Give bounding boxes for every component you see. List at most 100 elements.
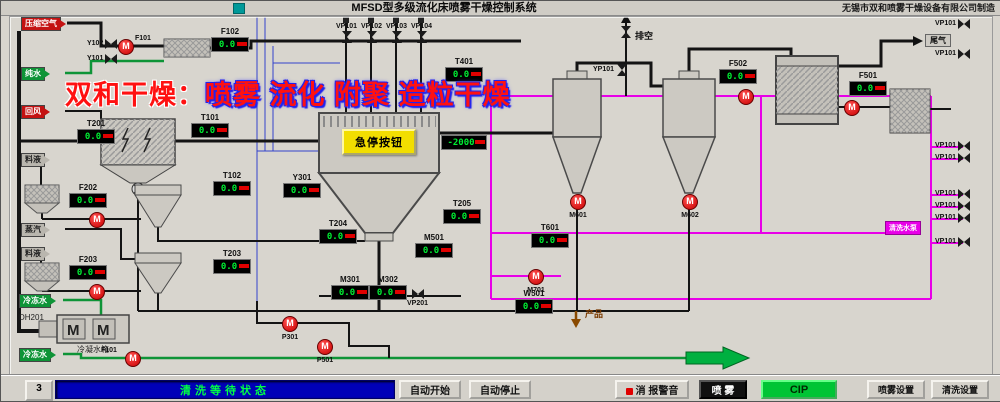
alarm-dot-icon bbox=[239, 186, 249, 190]
valve-vent[interactable] bbox=[620, 27, 632, 37]
page-title: MFSD型多级流化床喷雾干燥控制系统 bbox=[351, 2, 537, 14]
valve-tag: VP101 bbox=[935, 154, 957, 161]
source-label: 料液 bbox=[21, 153, 50, 167]
mute-alarm-button[interactable]: 消 报警音 bbox=[615, 380, 689, 399]
auto-stop-button[interactable]: 自动停止 bbox=[469, 380, 531, 399]
valve-VP103[interactable]: VP103 bbox=[386, 23, 407, 42]
valve-VP201[interactable]: VP201 bbox=[407, 289, 428, 308]
alarm-dot-icon bbox=[237, 42, 247, 46]
instrument-value: 0.0 bbox=[211, 37, 249, 52]
valve-Y102[interactable]: Y102 bbox=[87, 39, 118, 49]
instrument-tag: Y301 bbox=[292, 173, 312, 182]
alarm-dot-icon bbox=[875, 86, 885, 90]
alarm-dot-icon bbox=[471, 72, 481, 76]
valve-tag: VP101 bbox=[935, 202, 957, 209]
valve-tag: VP103 bbox=[386, 23, 408, 30]
alarm-dot-icon bbox=[239, 264, 249, 268]
clean-settings-button[interactable]: 清洗设置 bbox=[931, 380, 989, 399]
valve-VP104[interactable]: VP104 bbox=[411, 23, 432, 42]
pump[interactable]: M bbox=[118, 39, 134, 55]
instrument-value: 0.0 bbox=[319, 229, 357, 244]
alarm-dot-icon bbox=[441, 248, 451, 252]
alarm-dot-icon bbox=[357, 290, 367, 294]
valve-VP101[interactable]: VP101 bbox=[935, 153, 971, 163]
source-label: 冷冻水 bbox=[19, 294, 56, 308]
valve-tag: Y102 bbox=[87, 40, 104, 47]
valve-tag: VP101 bbox=[935, 142, 957, 149]
pump-tag-f101-top: F101 bbox=[135, 35, 151, 42]
valve-tag: VP102 bbox=[361, 23, 383, 30]
emergency-stop-button[interactable]: 急停按钮 bbox=[342, 129, 416, 155]
instrument-tag: T203 bbox=[222, 249, 242, 258]
valve-VP101[interactable]: VP101 bbox=[336, 23, 357, 42]
instrument-tag: M301 bbox=[339, 275, 360, 284]
valve-icon bbox=[105, 39, 118, 49]
valve-icon bbox=[392, 31, 402, 43]
pump-tag: M601 bbox=[569, 212, 587, 219]
svg-text:M: M bbox=[97, 322, 110, 339]
valve-VP101[interactable]: VP101 bbox=[935, 213, 971, 223]
auto-start-button[interactable]: 自动开始 bbox=[399, 380, 461, 399]
cip-button[interactable]: CIP bbox=[761, 380, 837, 399]
pump[interactable]: M bbox=[844, 100, 860, 116]
instrument-tag: F202 bbox=[78, 183, 98, 192]
pump[interactable]: M bbox=[125, 351, 141, 367]
alarm-dot-icon bbox=[217, 128, 227, 132]
exhaust-label: 尾气 bbox=[925, 34, 951, 47]
source-label: 料液 bbox=[21, 247, 50, 261]
valve-YP101[interactable]: YP101 bbox=[593, 65, 628, 75]
valve-VP101[interactable]: VP101 bbox=[935, 201, 971, 211]
instrument-tag: T201 bbox=[86, 119, 106, 128]
source-label: 蒸汽 bbox=[21, 223, 50, 237]
pump[interactable]: M bbox=[89, 284, 105, 300]
spray-button[interactable]: 喷 雾 bbox=[699, 380, 747, 399]
valve-VP101[interactable]: VP101 bbox=[935, 237, 971, 247]
instrument-level-display[interactable]: -2000 bbox=[441, 135, 487, 150]
valve-icon bbox=[958, 49, 971, 59]
instrument-tag: T101 bbox=[200, 113, 220, 122]
valve-VP101[interactable]: VP101 bbox=[935, 49, 971, 59]
title-bar: MFSD型多级流化床喷雾干燥控制系统 无锡市双和喷雾干燥设备有限公司制造 bbox=[1, 1, 1000, 16]
flow-arrow-icon bbox=[44, 70, 50, 78]
instrument-value: 0.0 bbox=[531, 233, 569, 248]
valve-Y101[interactable]: Y101 bbox=[87, 54, 118, 64]
spray-settings-button[interactable]: 喷雾设置 bbox=[867, 380, 925, 399]
valve-VP101[interactable]: VP101 bbox=[935, 141, 971, 151]
valve-VP101[interactable]: VP101 bbox=[935, 189, 971, 199]
instrument-tag: T401 bbox=[454, 57, 474, 66]
status-message: 清洗等待状态 bbox=[55, 380, 395, 399]
mini-state-button[interactable]: 3 bbox=[25, 380, 53, 401]
pump[interactable]: M bbox=[89, 212, 105, 228]
pump[interactable]: M bbox=[738, 89, 754, 105]
instrument-value: 0.0 bbox=[69, 193, 107, 208]
valve-VP101[interactable]: VP101 bbox=[935, 19, 971, 29]
instrument-value: 0.0 bbox=[415, 243, 453, 258]
valve-VP102[interactable]: VP102 bbox=[361, 23, 382, 42]
valve-icon bbox=[958, 201, 971, 211]
instrument-value: 0.0 bbox=[445, 67, 483, 82]
